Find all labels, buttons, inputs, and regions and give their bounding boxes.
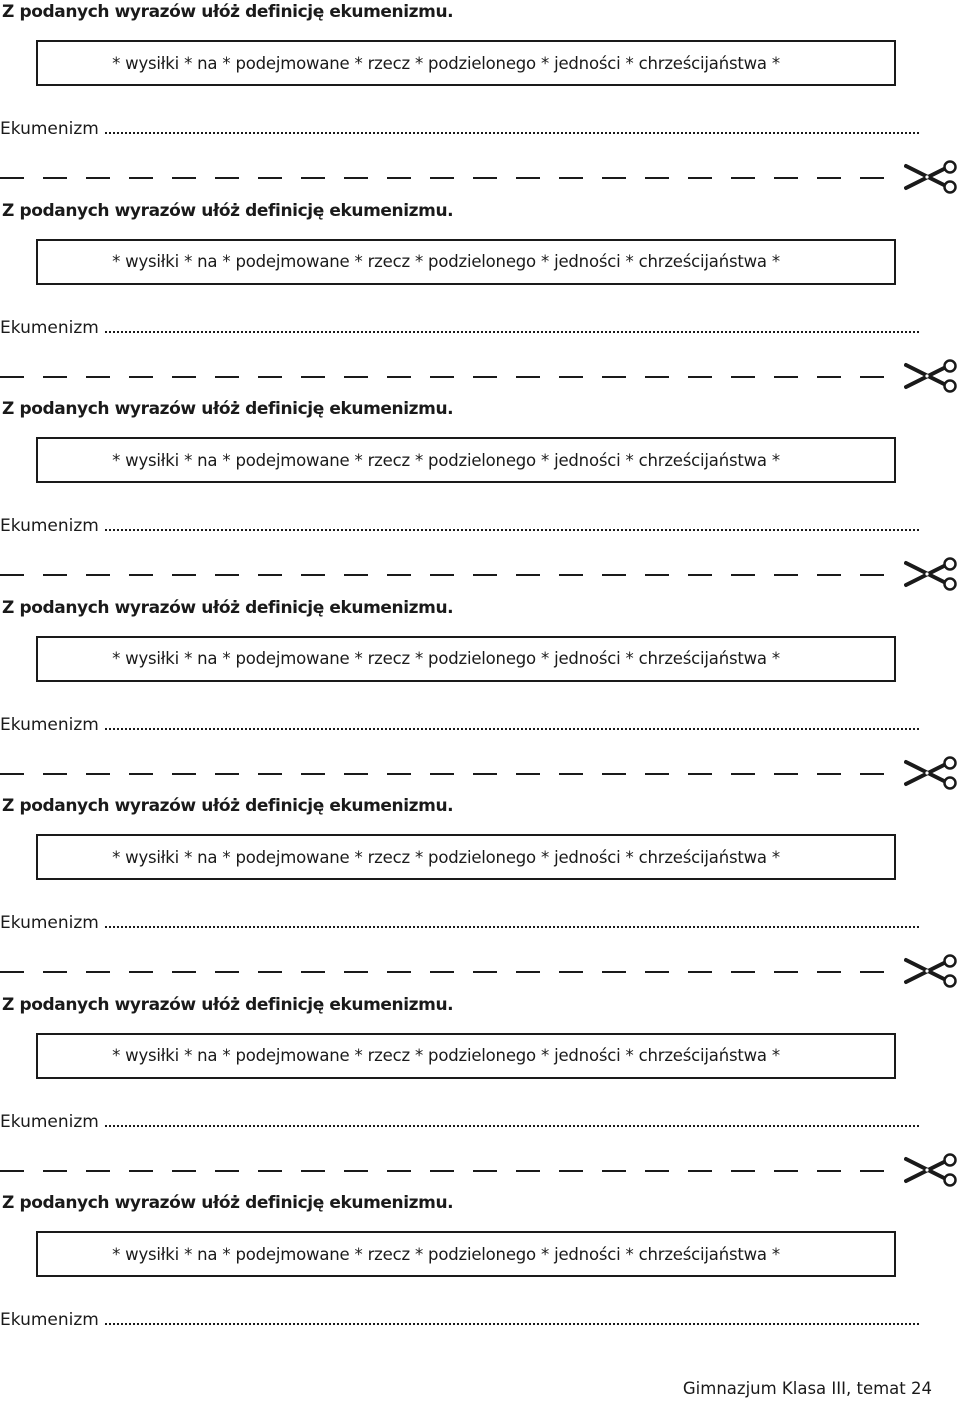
answer-dotted-field[interactable]: [104, 525, 919, 531]
instruction-text: Z podanych wyrazów ułóż definicję ekumen…: [2, 796, 454, 816]
footer-caption: Gimnazjum Klasa III, temat 24: [682, 1379, 932, 1398]
scissors-icon: [904, 954, 957, 988]
scissors-icon: [904, 1152, 957, 1187]
answer-label: Ekumenizm: [0, 714, 99, 735]
instruction-text: Z podanych wyrazów ułóż definicję ekumen…: [2, 994, 454, 1015]
answer-dotted-field[interactable]: [104, 724, 919, 730]
word-bank-text: * wysiłki * na * podejmowane * rzecz * p…: [112, 252, 780, 271]
cut-dashed-line: [0, 971, 895, 973]
answer-dotted-field[interactable]: [104, 1121, 919, 1127]
scissors-icon: [904, 755, 957, 790]
scissors-icon: [904, 557, 957, 591]
answer-line[interactable]: Ekumenizm: [0, 715, 925, 735]
answer-label: Ekumenizm: [0, 913, 99, 933]
answer-line[interactable]: Ekumenizm: [0, 516, 925, 536]
word-bank-box: * wysiłki * na * podejmowane * rzecz * p…: [36, 635, 896, 682]
cut-dashed-line: [0, 177, 895, 179]
answer-label: Ekumenizm: [0, 1310, 99, 1330]
answer-line[interactable]: Ekumenizm: [0, 1310, 925, 1330]
word-bank-box: * wysiłki * na * podejmowane * rzecz * p…: [36, 238, 896, 285]
word-bank-text: * wysiłki * na * podejmowane * rzecz * p…: [112, 1244, 780, 1264]
word-bank-text: * wysiłki * na * podejmowane * rzecz * p…: [112, 847, 780, 867]
word-bank-box: * wysiłki * na * podejmowane * rzecz * p…: [36, 834, 896, 880]
answer-label: Ekumenizm: [0, 119, 99, 139]
instruction-text: Z podanych wyrazów ułóż definicję ekumen…: [2, 399, 454, 419]
instruction-text: Z podanych wyrazów ułóż definicję ekumen…: [2, 1193, 454, 1213]
word-bank-text: * wysiłki * na * podejmowane * rzecz * p…: [112, 649, 780, 668]
scissors-icon: [904, 160, 957, 194]
exercise-card: Z podanych wyrazów ułóż definicję ekumen…: [0, 796, 960, 1000]
exercise-card: Z podanych wyrazów ułóż definicję ekumen…: [0, 598, 960, 802]
exercise-card: Z podanych wyrazów ułóż definicję ekumen…: [0, 1193, 960, 1397]
word-bank-box: * wysiłki * na * podejmowane * rzecz * p…: [36, 40, 896, 86]
word-bank-text: * wysiłki * na * podejmowane * rzecz * p…: [112, 1046, 780, 1065]
instruction-text: Z podanych wyrazów ułóż definicję ekumen…: [2, 597, 454, 618]
word-bank-text: * wysiłki * na * podejmowane * rzecz * p…: [112, 450, 780, 470]
instruction-text: Z podanych wyrazów ułóż definicję ekumen…: [2, 2, 454, 22]
cut-dashed-line: [0, 1169, 895, 1172]
answer-dotted-field[interactable]: [104, 922, 919, 928]
cut-dashed-line: [0, 375, 895, 378]
answer-dotted-field[interactable]: [104, 327, 919, 333]
word-bank-box: * wysiłki * na * podejmowane * rzecz * p…: [36, 1231, 896, 1277]
answer-line[interactable]: Ekumenizm: [0, 1112, 925, 1132]
word-bank-box: * wysiłki * na * podejmowane * rzecz * p…: [36, 1032, 896, 1079]
answer-dotted-field[interactable]: [104, 1319, 919, 1325]
answer-label: Ekumenizm: [0, 516, 99, 536]
answer-line[interactable]: Ekumenizm: [0, 318, 925, 338]
answer-label: Ekumenizm: [0, 1111, 99, 1132]
answer-line[interactable]: Ekumenizm: [0, 913, 925, 933]
answer-label: Ekumenizm: [0, 317, 99, 338]
word-bank-box: * wysiłki * na * podejmowane * rzecz * p…: [36, 437, 896, 483]
instruction-text: Z podanych wyrazów ułóż definicję ekumen…: [2, 200, 454, 221]
exercise-card: Z podanych wyrazów ułóż definicję ekumen…: [0, 201, 960, 405]
exercise-card: Z podanych wyrazów ułóż definicję ekumen…: [0, 2, 960, 206]
word-bank-text: * wysiłki * na * podejmowane * rzecz * p…: [112, 53, 780, 73]
exercise-card: Z podanych wyrazów ułóż definicję ekumen…: [0, 995, 960, 1199]
scissors-icon: [904, 358, 957, 393]
cut-dashed-line: [0, 772, 895, 775]
exercise-card: Z podanych wyrazów ułóż definicję ekumen…: [0, 399, 960, 603]
cut-dashed-line: [0, 574, 895, 576]
answer-dotted-field[interactable]: [104, 128, 919, 134]
answer-line[interactable]: Ekumenizm: [0, 119, 925, 139]
